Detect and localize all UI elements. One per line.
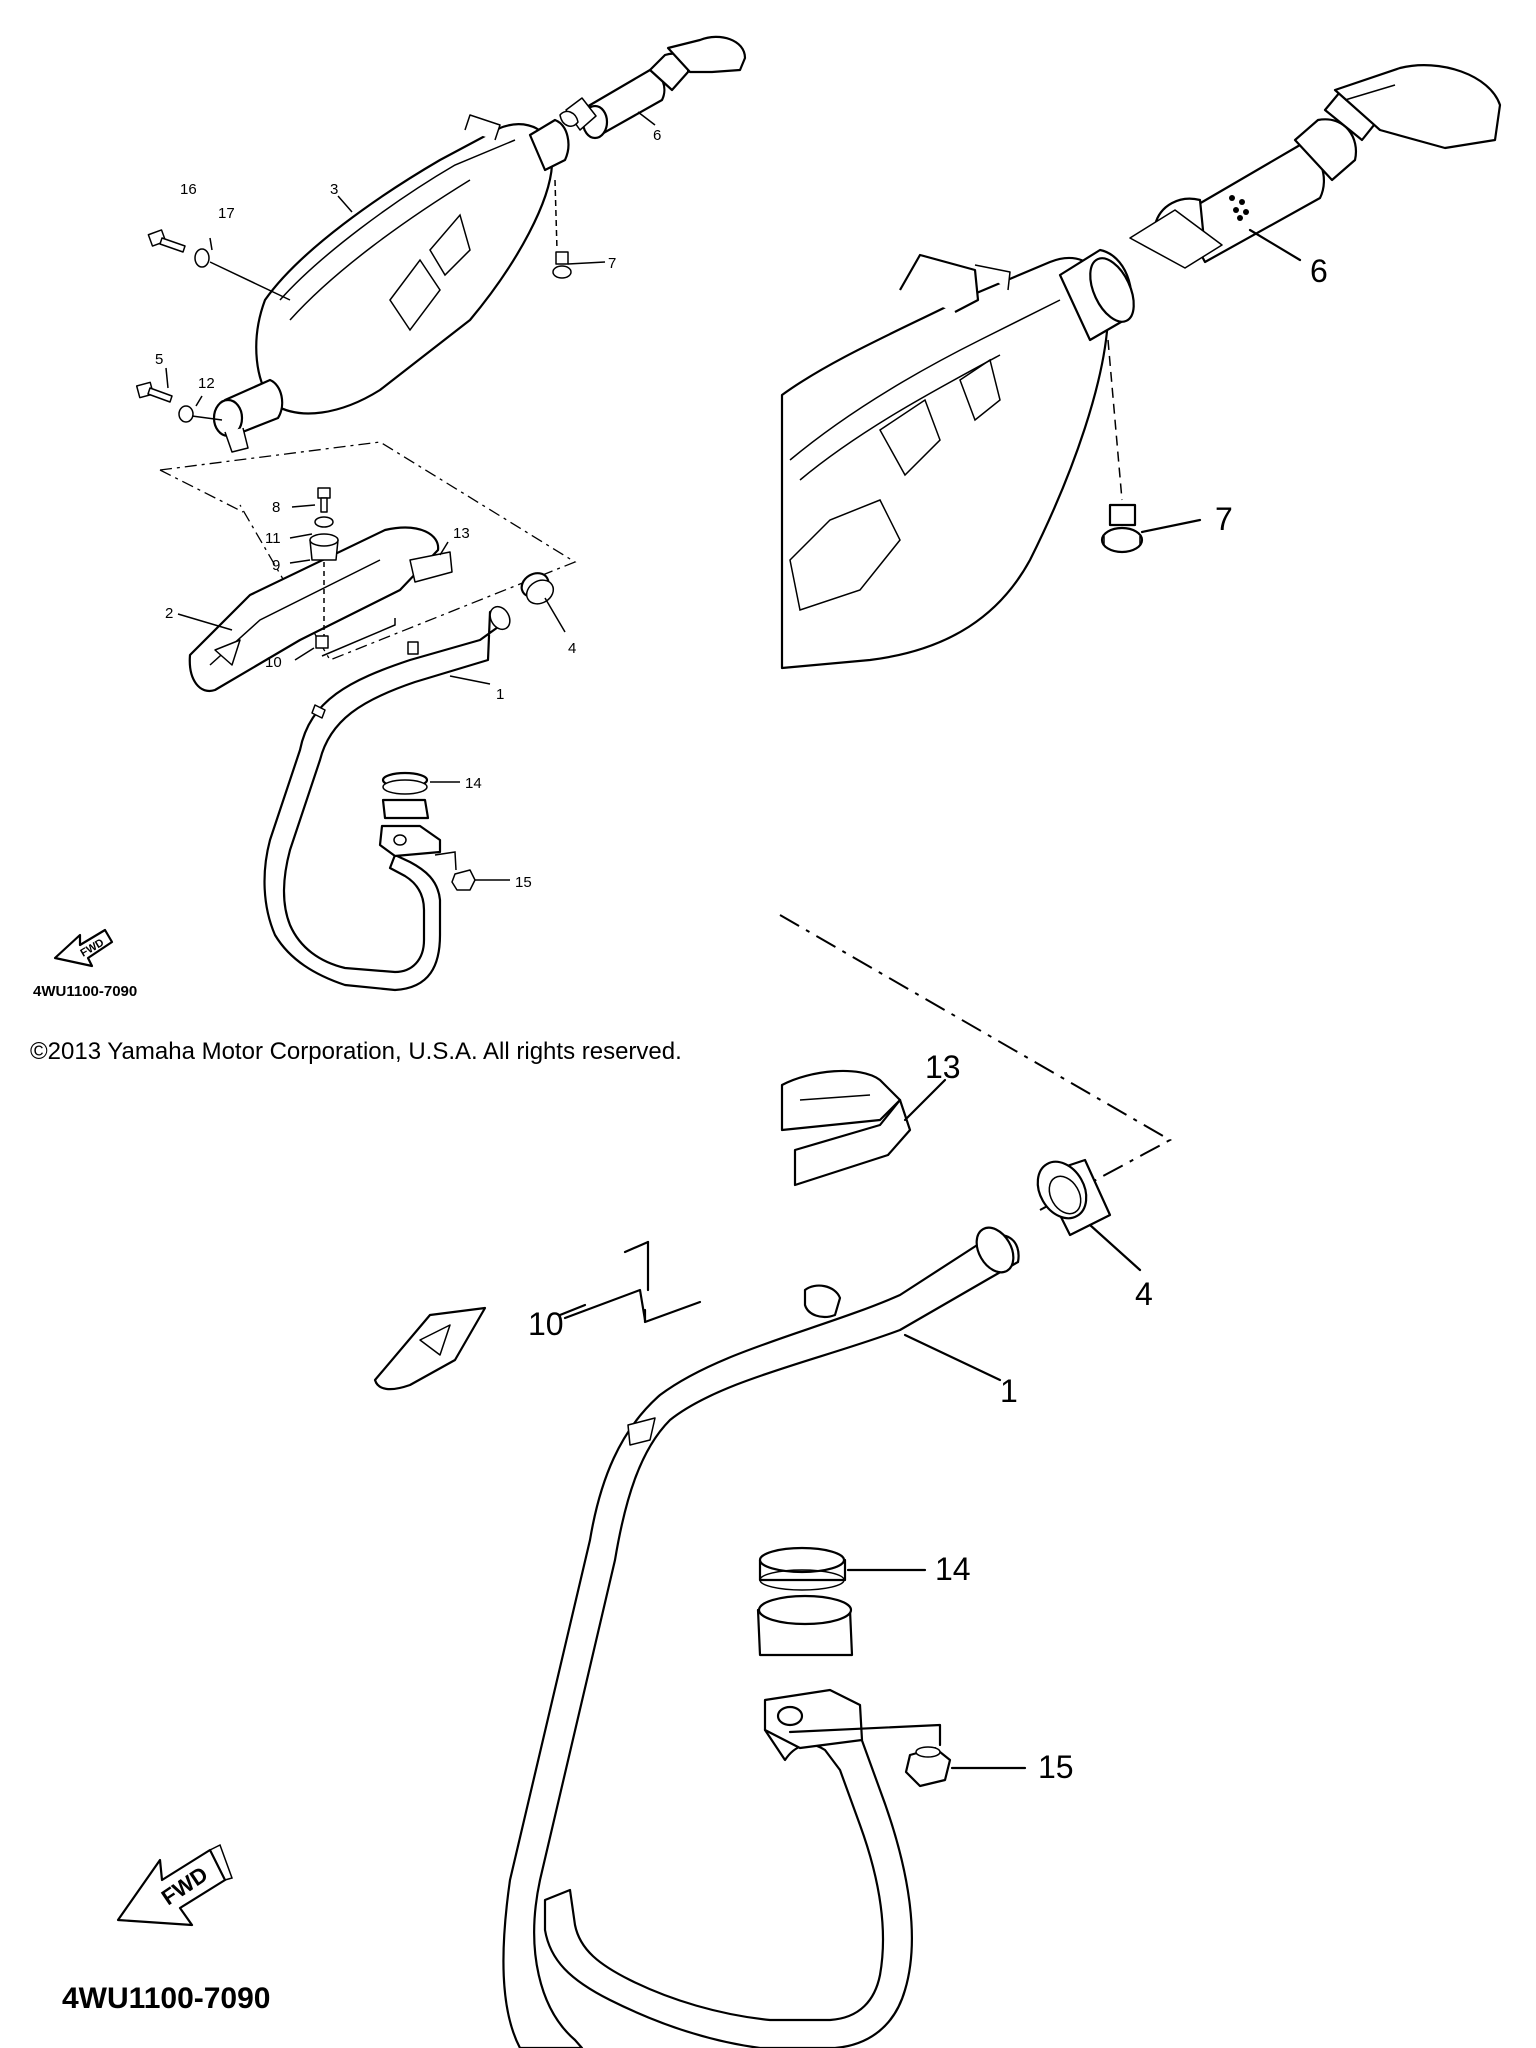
callout-15: 15 (515, 874, 532, 891)
grommet-part[interactable] (309, 533, 339, 561)
bracket-part[interactable] (373, 1306, 487, 1391)
callout-17: 17 (218, 205, 235, 222)
damper-part[interactable] (409, 551, 453, 583)
callout-14: 14 (465, 775, 482, 792)
fwd-arrow-icon: FWD (53, 928, 114, 968)
callout-6: 6 (653, 127, 661, 144)
bracket-part[interactable] (188, 526, 440, 693)
callout-labels: 6 3 16 17 7 5 12 8 11 9 13 2 10 4 1 14 1… (155, 127, 661, 891)
overview-diagram: FWD 4WU1100-7090 6 3 16 17 7 (33, 35, 747, 1000)
detail-diagram: 7 6 13 (62, 64, 1502, 2048)
callout-11: 11 (265, 530, 281, 547)
nut-part[interactable] (904, 1746, 952, 1788)
ring-part[interactable] (381, 771, 429, 795)
copyright-notice: ©2013 Yamaha Motor Corporation, U.S.A. A… (30, 1038, 682, 1065)
washer-part[interactable] (178, 405, 194, 423)
bolt-part[interactable] (135, 381, 173, 403)
callout-10: 10 (265, 654, 282, 671)
exhaust-pipe-bend[interactable] (543, 1688, 913, 2048)
callout-1: 1 (496, 686, 504, 703)
callout-2: 2 (165, 605, 173, 622)
callout-16: 16 (180, 181, 197, 198)
muffler-part[interactable] (780, 248, 1143, 670)
detail-callout-7: 7 (1215, 501, 1233, 537)
callout-leaders (165, 111, 656, 881)
detail-callout-15: 15 (1038, 1749, 1074, 1785)
tail-pipe-part[interactable] (1129, 64, 1502, 269)
callout-7: 7 (608, 255, 616, 272)
diagram-code: 4WU1100-7090 (33, 983, 137, 1000)
joint-part[interactable] (756, 1594, 854, 1657)
detail-callout-10: 10 (528, 1306, 564, 1342)
bolt-part[interactable] (147, 229, 186, 253)
nut-part[interactable] (451, 869, 476, 891)
joint-part[interactable] (381, 798, 430, 820)
washer-part[interactable] (314, 516, 334, 528)
callout-3: 3 (330, 181, 338, 198)
callout-9: 9 (272, 557, 280, 574)
callout-12: 12 (198, 375, 215, 392)
callout-5: 5 (155, 351, 163, 368)
callout-13: 13 (453, 525, 470, 542)
gasket-part[interactable] (1028, 1153, 1112, 1237)
detail-callout-4: 4 (1135, 1276, 1153, 1312)
damper-part[interactable] (780, 1069, 912, 1187)
tail-pipe-part[interactable] (559, 35, 747, 140)
fwd-arrow-icon: FWD (116, 1843, 233, 1927)
ring-part[interactable] (758, 1546, 847, 1591)
detail-callout-6: 6 (1310, 253, 1328, 289)
detail-callout-13: 13 (925, 1049, 961, 1085)
detail-callout-14: 14 (935, 1551, 971, 1587)
bolt-part[interactable] (1100, 503, 1144, 554)
gasket-part[interactable] (517, 568, 557, 608)
exhaust-pipe-part[interactable] (502, 1221, 1020, 2048)
washer-part[interactable] (194, 248, 210, 268)
callout-4: 4 (568, 640, 576, 657)
bolt-part[interactable] (317, 487, 331, 513)
muffler-part[interactable] (212, 114, 570, 453)
diagram-code-large: 4WU1100-7090 (62, 1982, 270, 2015)
bolt-part[interactable] (552, 251, 572, 279)
callout-8: 8 (272, 499, 280, 516)
collar-part[interactable] (315, 635, 329, 649)
detail-callout-1: 1 (1000, 1373, 1018, 1409)
exhaust-pipe-part[interactable] (263, 603, 514, 992)
